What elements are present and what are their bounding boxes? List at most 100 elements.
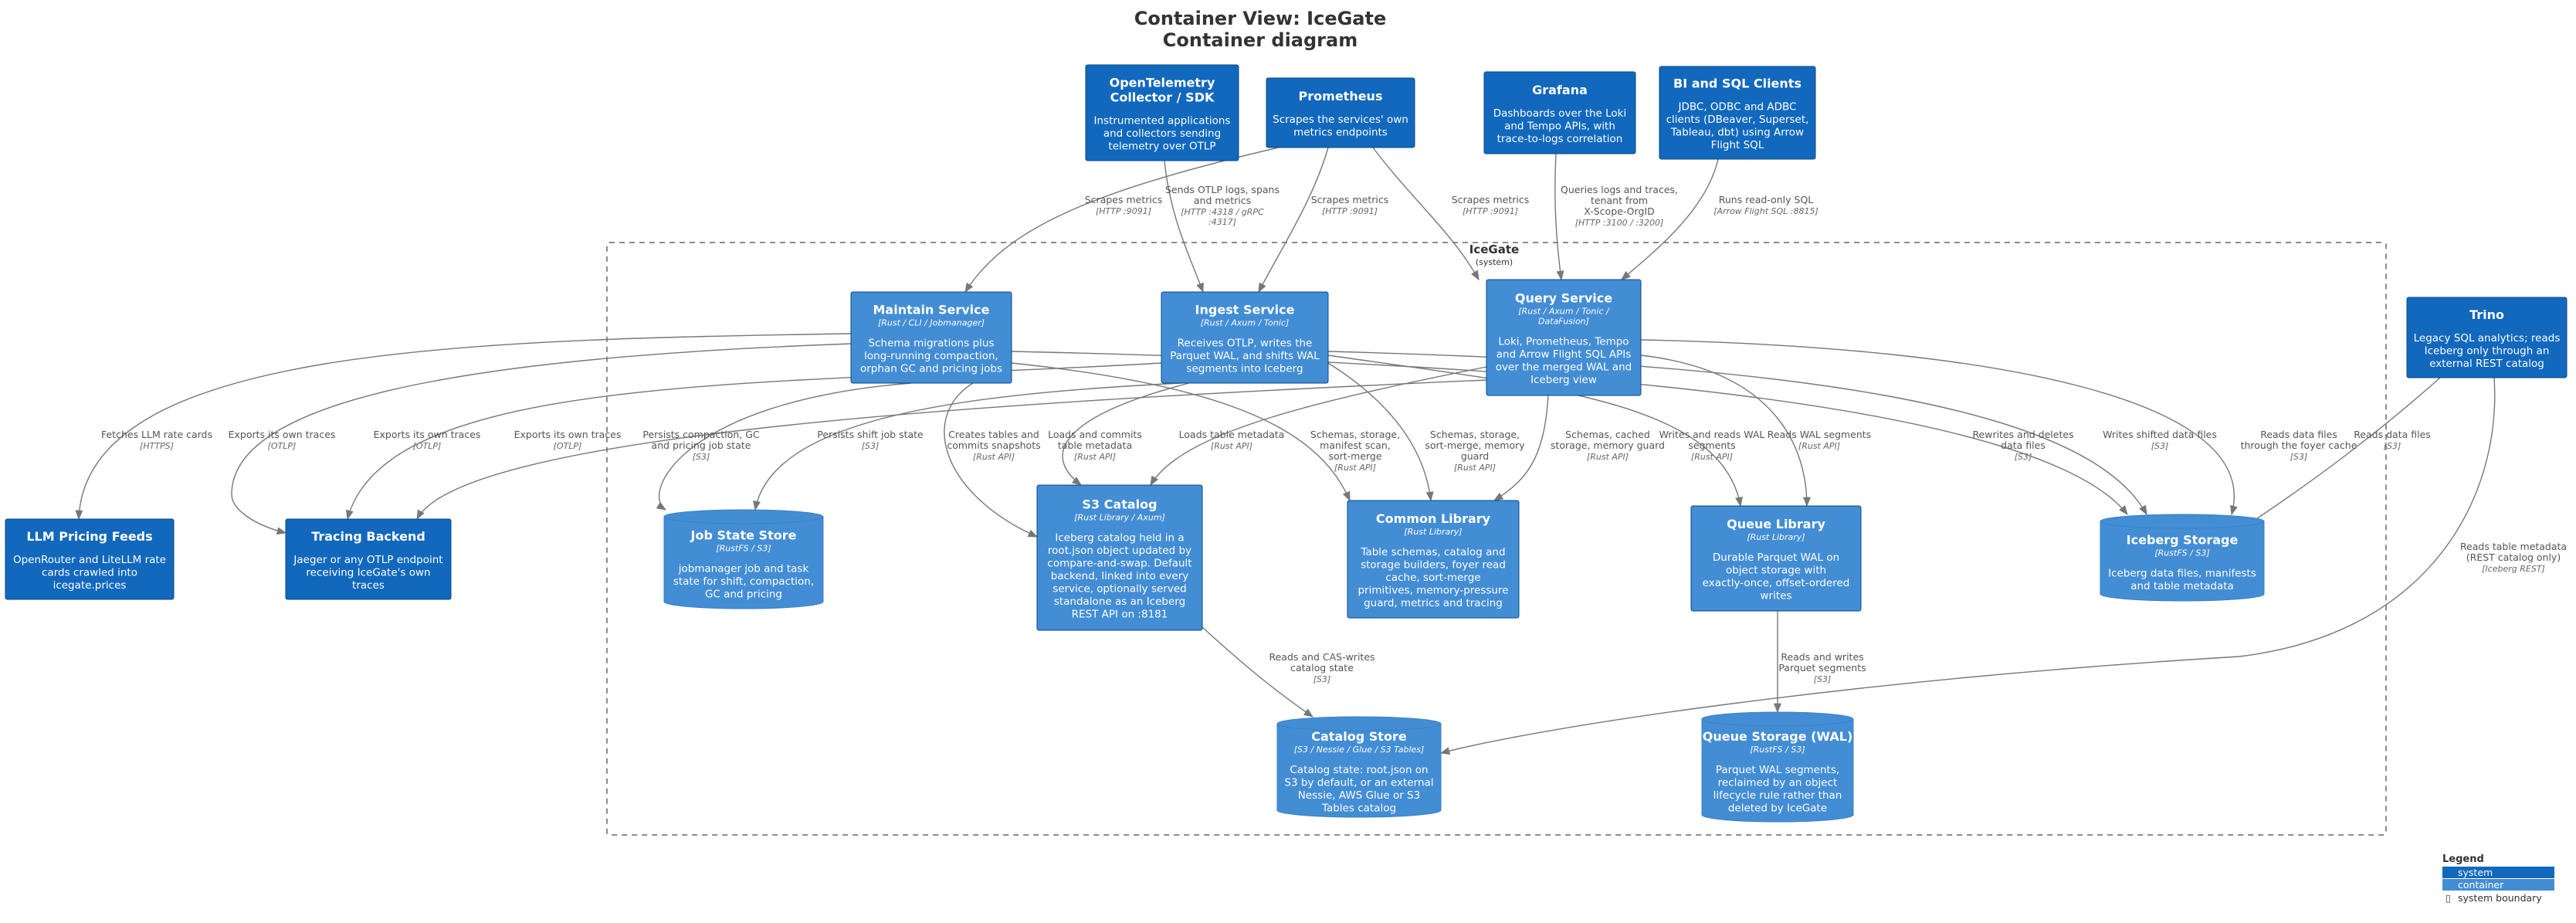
relation-label-text: Exports its own traces: [374, 429, 481, 440]
maintain-description: Schema migrations plus: [869, 337, 995, 349]
ingest-node[interactable]: Ingest Service[Rust / Axum / Tonic] Recei…: [1161, 291, 1329, 384]
common-technology: [Rust Library]: [1404, 527, 1462, 537]
relation-label-text: Schemas, storage,: [1310, 429, 1400, 440]
relation-label-text: sort-merge: [1328, 450, 1381, 462]
prometheus-name: Prometheus: [1299, 89, 1383, 103]
relation-label-text: Reads table metadata: [2460, 541, 2567, 552]
relation-24-arrow: [1439, 377, 2496, 755]
iceberg-cylinder-rim: [2100, 521, 2265, 529]
query-description: Iceberg view: [1530, 374, 1597, 386]
common-node[interactable]: Common Library[Rust Library]Table schema…: [1347, 500, 1520, 619]
legend-container-label: container: [2458, 879, 2504, 891]
bi-description: JDBC, ODBC and ADBC: [1678, 101, 1797, 114]
relation-3-label: Scrapes metrics[HTTP :9091]: [1452, 194, 1529, 216]
query-technology: DataFusion]: [1538, 317, 1589, 327]
otel-name: OpenTelemetry: [1110, 75, 1215, 90]
edge-labels-layer: Scrapes metrics[HTTP :9091]Sends OTLP lo…: [101, 184, 2567, 684]
catalogstore-cylinder-rim: [1276, 723, 1442, 731]
common-description: primitives, memory-pressure: [1357, 584, 1508, 596]
trino-description: Iceberg only through an: [2425, 344, 2550, 357]
iceberg-node[interactable]: Iceberg Storage[RustFS / S3]Iceberg data…: [2100, 514, 2265, 602]
catalogstore-node[interactable]: Catalog Store[S3 / Nessie / Glue / S3 Ta…: [1276, 716, 1442, 818]
relation-technology: [Iceberg REST]: [2482, 564, 2545, 574]
relation-label-text: Scrapes metrics: [1085, 194, 1162, 205]
relation-3-arrow: [1372, 147, 1480, 281]
jobstate-node[interactable]: Job State Store[RustFS / S3]jobmanager j…: [663, 509, 824, 609]
common-description: Table schemas, catalog and: [1360, 546, 1505, 558]
relation-label-text: Reads and CAS-writes: [1269, 651, 1374, 663]
prometheus-box: [1266, 77, 1415, 148]
llm-description: cards crawled into: [42, 566, 137, 579]
maintain-node[interactable]: Maintain Service[Rust / CLI / Jobmanager…: [850, 291, 1012, 384]
ingest-name: Ingest Service: [1195, 302, 1295, 317]
query-description: over the merged WAL and: [1496, 361, 1632, 374]
query-description: and Arrow Flight SQL APIs: [1496, 348, 1631, 361]
relation-technology: [S3]: [2015, 452, 2032, 462]
tracing-description: traces: [352, 579, 385, 592]
ingest-description: Receives OTLP, writes the: [1178, 337, 1313, 349]
otel-description: and collectors sending: [1103, 127, 1221, 140]
query-node[interactable]: Query Service[Rust / Axum / Tonic /DataF…: [1486, 279, 1642, 396]
queuestore-description: deleted by IceGate: [1728, 803, 1827, 815]
iceberg-description: Iceberg data files, manifests: [2108, 568, 2256, 580]
relation-23-arrow: [2246, 377, 2441, 526]
s3catalog-node[interactable]: S3 Catalog[Rust Library / Axum]Iceberg c…: [1036, 484, 1203, 631]
relation-technology: [S3]: [1313, 674, 1331, 684]
relation-15-label: Schemas, storage,manifest scan,sort-merg…: [1310, 429, 1400, 473]
maintain-name: Maintain Service: [873, 302, 990, 317]
diagram-title: Container View: IceGate: [1134, 8, 1387, 29]
relation-label-text: Persists compaction, GC: [642, 429, 760, 440]
catalogstore-name: Catalog Store: [1311, 729, 1407, 744]
queuestore-node[interactable]: Queue Storage (WAL)[RustFS / S3]Parquet …: [1701, 711, 1854, 823]
relation-label-text: X-Scope-OrgID: [1584, 205, 1654, 217]
tracing-box: [285, 518, 452, 600]
relation-label-text: Writes shifted data files: [2103, 429, 2217, 440]
relation-technology: [Rust API]: [1074, 452, 1116, 462]
iceberg-technology: [RustFS / S3]: [2154, 548, 2209, 558]
relation-19-label: Reads WAL segments[Rust API]: [1768, 429, 1871, 451]
relation-9-label: Exports its own traces[OTLP]: [514, 429, 622, 451]
legend-boundary-label: system boundary: [2458, 892, 2542, 904]
relation-technology: [OTLP]: [554, 441, 582, 451]
s3catalog-description: backend, linked into every: [1051, 570, 1188, 582]
catalogstore-description: Tables catalog: [1321, 803, 1396, 815]
query-name: Query Service: [1515, 291, 1612, 306]
relation-label-text: Reads WAL segments: [1768, 429, 1871, 440]
otel-description: telemetry over OTLP: [1108, 140, 1215, 152]
ingest-technology: [Rust / Axum / Tonic]: [1201, 317, 1290, 327]
queuelib-description: exactly-once, offset-ordered: [1703, 577, 1850, 589]
queuestore-cylinder-rim: [1701, 718, 1854, 727]
maintain-description: orphan GC and pricing jobs: [860, 362, 1002, 375]
relation-technology: [Rust API]: [1691, 452, 1733, 462]
catalogstore-description: Nessie, AWS Glue or S3: [1298, 789, 1420, 802]
otel-description: Instrumented applications: [1094, 114, 1231, 127]
relation-16-arrow: [1327, 362, 1434, 502]
relation-label-text: Loads table metadata: [1179, 429, 1285, 440]
bi-description: Tableau, dbt) using Arrow: [1670, 127, 1804, 139]
relation-7-arrow: [231, 343, 852, 535]
relation-4-arrow: [1554, 153, 1564, 281]
queuelib-node[interactable]: Queue Library[Rust Library]Durable Parqu…: [1690, 505, 1862, 612]
relation-label-text: catalog state: [1290, 662, 1354, 674]
relation-label-text: table metadata: [1058, 439, 1132, 451]
queuestore-description: lifecycle rule rather than: [1713, 789, 1842, 802]
relation-technology: [Rust API]: [1334, 463, 1376, 473]
relation-technology: [HTTP :9091]: [1096, 206, 1151, 216]
jobstate-name: Job State Store: [690, 528, 797, 542]
relation-label-text: Sends OTLP logs, spans: [1165, 184, 1280, 195]
relation-10-arrow: [656, 382, 912, 511]
relation-label-text: tenant from: [1591, 195, 1648, 206]
trino-box: [2406, 297, 2568, 378]
relation-0-label: Scrapes metrics[HTTP :9091]: [1085, 194, 1162, 216]
relation-17-arrow: [1493, 395, 1549, 501]
